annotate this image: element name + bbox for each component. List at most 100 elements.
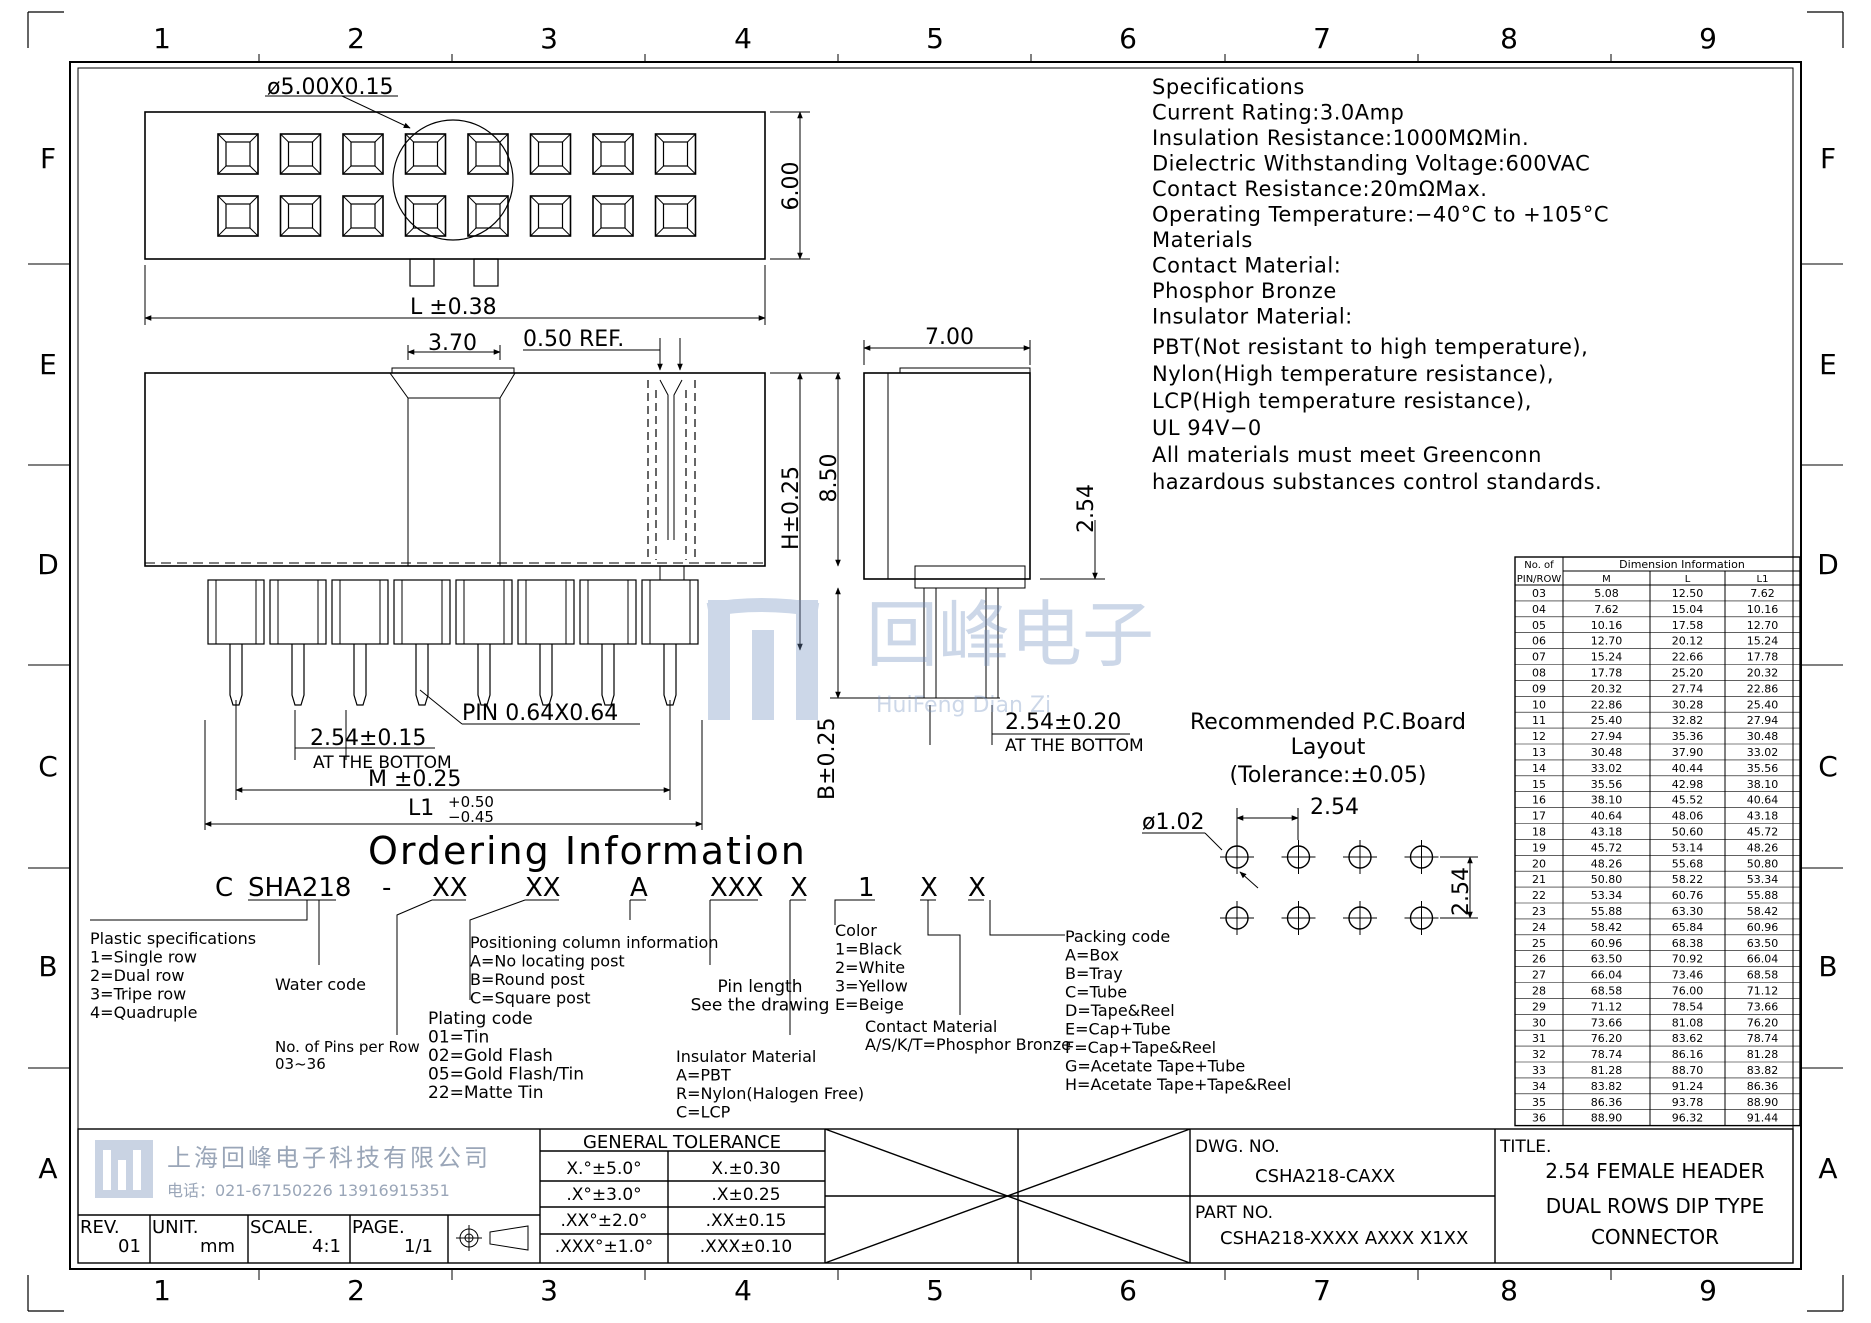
table-cell: 27.94 [1591, 730, 1623, 743]
order-color-line: E=Beige [835, 995, 904, 1014]
table-cell: 71.12 [1591, 1000, 1623, 1013]
table-cell: 21 [1532, 873, 1546, 886]
table-cell: 55.88 [1747, 889, 1779, 902]
pcb-title-1: Recommended P.C.Board [1190, 710, 1466, 735]
border-row-left: C [38, 750, 58, 783]
table-cell: 19 [1532, 841, 1546, 854]
table-cell: 11 [1532, 714, 1546, 727]
pin-square [467, 133, 509, 175]
pin-square [404, 133, 447, 175]
border-col-top: 7 [1313, 22, 1331, 55]
border-col-bottom: 8 [1500, 1274, 1518, 1307]
table-cell: 38.10 [1747, 778, 1779, 791]
rule-line [405, 227, 414, 237]
pin-square-inner [475, 141, 501, 167]
table-header-col: M [1602, 574, 1611, 585]
rule-line [374, 165, 384, 175]
pin-square [467, 195, 509, 237]
company-logo [95, 1140, 153, 1198]
pin-square [654, 195, 697, 237]
tolerance-linear: .XX±0.15 [706, 1211, 787, 1231]
table-cell: 65.84 [1672, 921, 1704, 934]
title-line-1: 2.54 FEMALE HEADER [1545, 1159, 1764, 1183]
pcb-pitch-x: 2.54 [1310, 795, 1359, 820]
spec-line: Materials [1152, 228, 1253, 252]
border-row-right: A [1818, 1152, 1837, 1185]
watermark: 回峰电子 HuiFeng Dian Zi [706, 593, 1154, 720]
rev-label: REV. [80, 1217, 120, 1238]
table-cell: 73.66 [1747, 1000, 1779, 1013]
order-color-line: Color [835, 921, 877, 940]
table-cell: 76.00 [1672, 985, 1704, 998]
pin-square [217, 133, 259, 175]
order-plating-line: Plating code [428, 1009, 533, 1029]
table-header-col: L [1685, 574, 1691, 585]
border-col-bottom: 6 [1119, 1274, 1137, 1307]
rule-line [312, 165, 321, 175]
table-header-group: Dimension Information [1619, 558, 1745, 571]
order-packing-line: A=Box [1065, 946, 1119, 965]
table-cell: 07 [1532, 651, 1546, 664]
tolerance-angle: X.°±5.0° [566, 1159, 641, 1179]
pin-square-inner [287, 203, 314, 229]
pcb-pitch-y: 2.54 [1449, 867, 1474, 916]
table-cell: 83.62 [1672, 1032, 1704, 1045]
pin-post [207, 579, 265, 645]
table-cell: 32.82 [1672, 714, 1704, 727]
order-packing-line: C=Tube [1065, 983, 1127, 1002]
table-cell: 12 [1532, 730, 1546, 743]
pin-post [455, 579, 513, 645]
table-cell: 12.70 [1747, 619, 1779, 632]
pin-square [217, 195, 259, 237]
rule-line [467, 133, 477, 143]
watermark-sub: HuiFeng Dian Zi [876, 693, 1051, 718]
border-row-left: E [39, 348, 57, 381]
pin-square-inner [350, 203, 376, 229]
order-color-line: 2=White [835, 958, 905, 977]
order-plastic-line: Plastic specifications [90, 929, 256, 948]
pcb-layout: Recommended P.C.Board Layout (Tolerance:… [1142, 710, 1478, 935]
table-cell: 40.64 [1747, 794, 1779, 807]
projection-symbol-icon [456, 1225, 529, 1251]
table-cell: 29 [1532, 1000, 1546, 1013]
rule-line [655, 165, 664, 175]
table-cell: 45.52 [1672, 794, 1704, 807]
table-cell: 20.32 [1747, 667, 1779, 680]
table-cell: 27 [1532, 969, 1546, 982]
rule-line [592, 165, 602, 175]
circle-dim-label: ø5.00X0.15 [267, 75, 394, 100]
pcb-title-2: Layout [1291, 735, 1366, 760]
rule-line [437, 195, 446, 205]
table-cell: 27.74 [1672, 682, 1704, 695]
order-plastic-line: 4=Quadruple [90, 1003, 197, 1022]
table-header-pins-2: PIN/ROW [1517, 574, 1562, 585]
table-cell: 25.40 [1591, 714, 1623, 727]
table-cell: 96.32 [1672, 1112, 1704, 1125]
table-cell: 33.02 [1591, 762, 1623, 775]
table-cell: 91.24 [1672, 1080, 1704, 1093]
spec-line: Insulation Resistance:1000MΩMin. [1152, 126, 1529, 150]
title-line-2: DUAL ROWS DIP TYPE [1546, 1194, 1765, 1218]
table-cell: 66.04 [1591, 969, 1623, 982]
part-value: CSHA218-XXXX AXXX X1XX [1220, 1228, 1468, 1249]
order-code-part: A [630, 873, 648, 903]
spec-line: Dielectric Withstanding Voltage:600VAC [1152, 152, 1590, 176]
table-cell: 22 [1532, 889, 1546, 902]
border-row-left: D [37, 548, 59, 581]
table-cell: 7.62 [1594, 603, 1619, 616]
table-cell: 81.28 [1591, 1064, 1623, 1077]
rule-line [312, 195, 321, 205]
pin-square-inner [287, 141, 314, 167]
table-cell: 81.08 [1672, 1016, 1704, 1029]
border-col-top: 9 [1699, 22, 1717, 55]
tolerance-title: GENERAL TOLERANCE [583, 1132, 781, 1153]
table-cell: 20.32 [1591, 682, 1623, 695]
table-cell: 22.86 [1747, 682, 1779, 695]
dim-370-label: 3.70 [428, 331, 477, 356]
table-cell: 58.42 [1591, 921, 1623, 934]
order-packing-line: Packing code [1065, 927, 1170, 946]
side-width-label: 7.00 [925, 325, 974, 350]
tolerance-linear: .X±0.25 [711, 1185, 780, 1205]
table-cell: 83.82 [1747, 1064, 1779, 1077]
